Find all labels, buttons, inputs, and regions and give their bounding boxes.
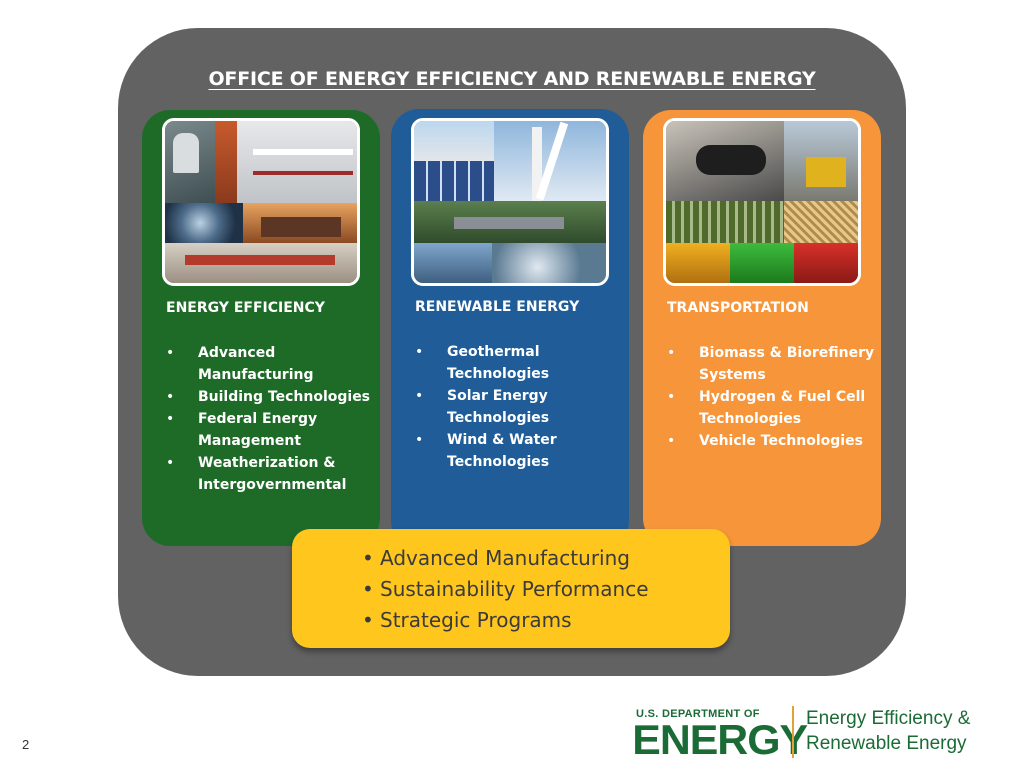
transportation-photo-collage (663, 118, 861, 286)
list-item: Hydrogen & Fuel Cell Technologies (667, 386, 877, 430)
efficiency-heading: ENERGY EFFICIENCY (166, 300, 325, 316)
logo-divider (792, 706, 794, 758)
slide-title: OFFICE OF ENERGY EFFICIENCY AND RENEWABL… (208, 68, 816, 90)
efficiency-photo-collage (162, 118, 360, 286)
list-item: Vehicle Technologies (667, 430, 877, 452)
list-item: Advanced Manufacturing (362, 543, 649, 574)
cross-cutting-list: Advanced Manufacturing Sustainability Pe… (362, 543, 649, 636)
card-energy-efficiency: ENERGY EFFICIENCY Advanced Manufacturing… (142, 110, 380, 546)
card-transportation: TRANSPORTATION Biomass & Biorefinery Sys… (643, 110, 881, 546)
list-item: Biomass & Biorefinery Systems (667, 342, 877, 386)
logo-office-line-1: Energy Efficiency & (806, 708, 971, 729)
list-item: Advanced Manufacturing (166, 342, 376, 386)
list-item: Sustainability Performance (362, 574, 649, 605)
transportation-heading: TRANSPORTATION (667, 300, 809, 316)
list-item: Solar Energy Technologies (415, 385, 625, 429)
renewable-list: Geothermal Technologies Solar Energy Tec… (415, 341, 625, 473)
logo-office-line-2: Renewable Energy (806, 733, 967, 754)
list-item: Building Technologies (166, 386, 376, 408)
page-number: 2 (22, 737, 30, 752)
logo-wordmark: ENERGY (632, 716, 808, 763)
renewable-heading: RENEWABLE ENERGY (415, 299, 580, 315)
transportation-list: Biomass & Biorefinery Systems Hydrogen &… (667, 342, 877, 452)
card-renewable-energy: RENEWABLE ENERGY Geothermal Technologies… (391, 109, 629, 549)
list-item: Wind & Water Technologies (415, 429, 625, 473)
cross-cutting-box: Advanced Manufacturing Sustainability Pe… (292, 529, 730, 648)
logo-department-line: U.S. DEPARTMENT OF (636, 708, 760, 720)
list-item: Geothermal Technologies (415, 341, 625, 385)
list-item: Weatherization & Intergovernmental (166, 452, 376, 496)
renewable-photo-collage (411, 118, 609, 286)
efficiency-list: Advanced Manufacturing Building Technolo… (166, 342, 376, 496)
list-item: Strategic Programs (362, 605, 649, 636)
list-item: Federal Energy Management (166, 408, 376, 452)
